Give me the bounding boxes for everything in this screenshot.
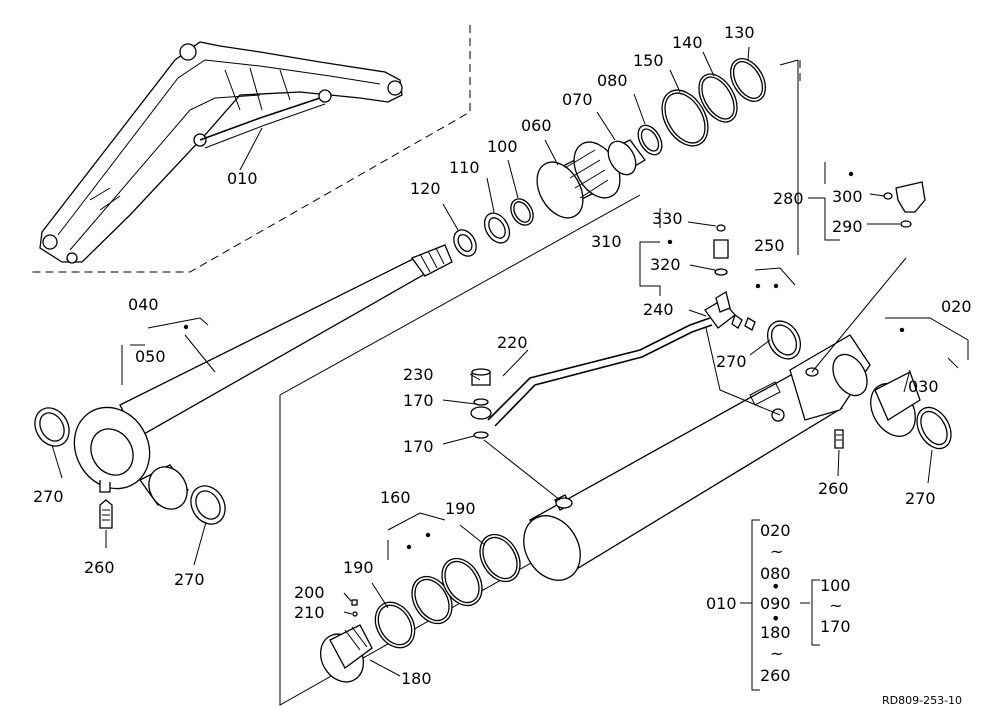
- label-270-c: 270: [716, 352, 747, 371]
- label-080: 080: [597, 71, 628, 90]
- section-dividers: [30, 25, 801, 273]
- legend-col1-4: 090: [760, 594, 791, 613]
- part-labels: 010 020 030 040 050 060 070 080 100 110 …: [33, 23, 972, 688]
- legend-col1-2: 080: [760, 564, 791, 583]
- assembly-legend: [740, 519, 820, 691]
- label-220: 220: [497, 333, 528, 352]
- label-010: 010: [227, 169, 258, 188]
- cylinder-tube-drawing: [279, 60, 952, 706]
- label-260-a: 260: [84, 558, 115, 577]
- label-280: 280: [773, 189, 804, 208]
- legend-col1-0: 020: [760, 521, 791, 540]
- label-150: 150: [633, 51, 664, 70]
- label-210: 210: [294, 603, 325, 622]
- legend-col2-1: ~: [829, 596, 842, 615]
- pipe-fittings-drawing: [183, 162, 969, 501]
- legend-col1-6: 180: [760, 623, 791, 642]
- label-270-d: 270: [905, 489, 936, 508]
- label-070: 070: [562, 90, 593, 109]
- gland-drawing: [319, 512, 521, 683]
- label-200: 200: [294, 583, 325, 602]
- legend-text: 010 020 ~ 080 • 090 • 180 ~ 260 100 ~ 17…: [706, 521, 851, 685]
- boom-assembly-drawing: [39, 41, 403, 264]
- label-180: 180: [401, 669, 432, 688]
- label-330: 330: [652, 209, 683, 228]
- piston-seals-drawing: [279, 46, 799, 396]
- label-190-b: 190: [343, 558, 374, 577]
- label-040: 040: [128, 295, 159, 314]
- label-240: 240: [643, 300, 674, 319]
- label-100: 100: [487, 137, 518, 156]
- label-250: 250: [754, 236, 785, 255]
- legend-col1-1: ~: [770, 542, 783, 561]
- label-320: 320: [650, 255, 681, 274]
- legend-col2-0: 100: [820, 576, 851, 595]
- label-190-a: 190: [445, 499, 476, 518]
- legend-col1-5: •: [771, 609, 780, 628]
- label-230: 230: [403, 365, 434, 384]
- label-170-a: 170: [403, 391, 434, 410]
- label-290: 290: [832, 217, 863, 236]
- label-170-b: 170: [403, 437, 434, 456]
- label-060: 060: [521, 116, 552, 135]
- label-140: 140: [672, 33, 703, 52]
- label-300: 300: [832, 187, 863, 206]
- label-110: 110: [449, 158, 480, 177]
- legend-col1-7: ~: [770, 644, 783, 663]
- legend-col2-2: 170: [820, 617, 851, 636]
- label-310: 310: [591, 232, 622, 251]
- label-120: 120: [410, 179, 441, 198]
- label-050: 050: [135, 347, 166, 366]
- label-270-b: 270: [174, 570, 205, 589]
- label-130: 130: [724, 23, 755, 42]
- legend-col1-3: •: [771, 577, 780, 596]
- drawing-reference: RD809-253-10: [882, 694, 962, 707]
- legend-col1-8: 260: [760, 666, 791, 685]
- legend-main: 010: [706, 594, 737, 613]
- label-160: 160: [380, 488, 411, 507]
- label-030: 030: [908, 377, 939, 396]
- label-020: 020: [941, 297, 972, 316]
- piston-rod-drawing: [34, 244, 453, 566]
- label-270-a: 270: [33, 487, 64, 506]
- label-260-b: 260: [818, 479, 849, 498]
